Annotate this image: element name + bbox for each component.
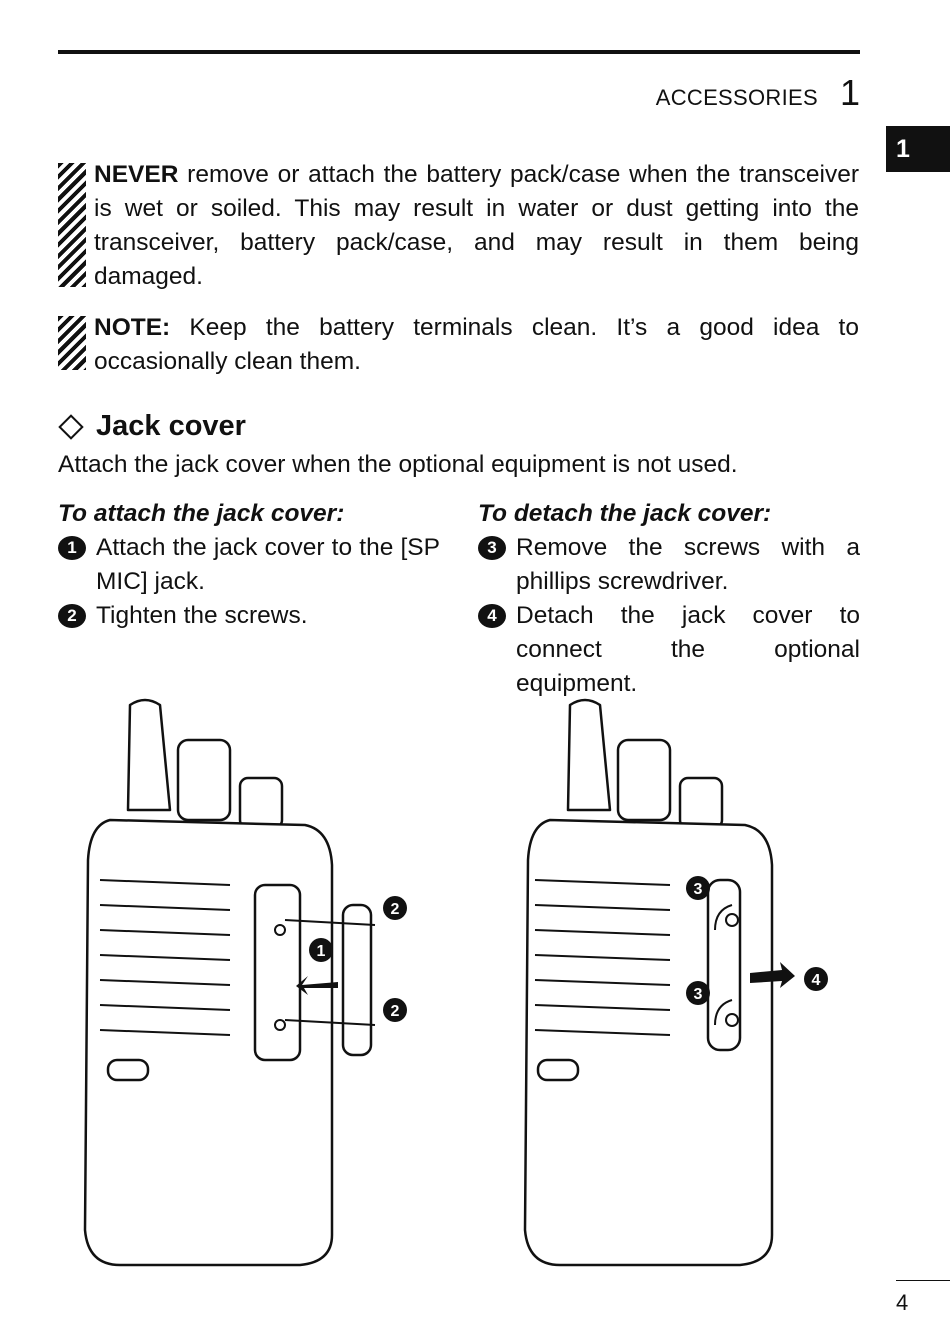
antenna [126, 698, 172, 812]
svg-text:4: 4 [812, 972, 821, 989]
detach-illustration: 3 3 4 [523, 698, 828, 1267]
svg-text:3: 3 [694, 881, 703, 898]
screw-line [284, 919, 376, 1026]
callout-icon: 4 [804, 967, 828, 991]
callout-icon: 2 [383, 998, 407, 1022]
attach-column: To attach the jack cover: 1 Attach the j… [58, 497, 440, 633]
antenna [566, 698, 612, 812]
step-item: 3 Remove the screws with a phillips scre… [478, 531, 860, 599]
page-number: 4 [896, 1290, 909, 1315]
channel-knob [616, 738, 672, 822]
volume-knob [238, 776, 284, 830]
arrow-icon [296, 976, 338, 995]
svg-text:2: 2 [391, 1003, 400, 1020]
attach-illustration: 2 1 2 [83, 698, 407, 1267]
svg-text:3: 3 [694, 986, 703, 1003]
step-item: 1 Attach the jack cover to the [SP MIC] … [58, 531, 440, 599]
step-number-icon: 1 [58, 536, 86, 560]
detach-column: To detach the jack cover: 3 Remove the s… [478, 497, 860, 701]
warning-text: remove or attach the battery pack/case w… [94, 161, 859, 290]
side-panel [253, 883, 302, 1062]
detach-heading: To detach the jack cover: [478, 500, 772, 527]
step-text: Detach the jack cover to connect the opt… [516, 602, 860, 697]
step-number-icon: 4 [478, 604, 506, 628]
jack-cover [341, 903, 373, 1057]
speaker-grille [99, 879, 231, 1036]
warning-paragraph: NEVER remove or attach the battery pack/… [94, 158, 859, 294]
arrow-icon [750, 962, 795, 988]
step-item: 4 Detach the jack cover to connect the o… [478, 599, 860, 701]
step-number-icon: 3 [478, 536, 506, 560]
svg-text:1: 1 [317, 943, 326, 960]
note-text: Keep the battery terminals clean. It’s a… [94, 314, 859, 375]
running-header: ACCESSORIES 1 [656, 72, 860, 114]
warning-hatch-icon [58, 163, 86, 287]
svg-text:2: 2 [391, 901, 400, 918]
note-hatch-icon [58, 316, 86, 370]
section-title: ACCESSORIES [655, 85, 818, 110]
header-rule [58, 50, 860, 54]
rotate-arrow [714, 904, 733, 1026]
step-text: Tighten the screws. [96, 602, 308, 629]
step-text: Attach the jack cover to the [SP MIC] ja… [96, 534, 440, 595]
channel-knob [176, 738, 232, 822]
chapter-tab: 1 [886, 126, 950, 172]
callout-icon: 3 [686, 981, 710, 1005]
callout-icon: 2 [383, 896, 407, 920]
section-heading: Jack cover [58, 410, 246, 443]
attach-heading: To attach the jack cover: [58, 500, 345, 527]
section-heading-text: Jack cover [96, 410, 246, 442]
diamond-icon [58, 413, 84, 440]
step-number-icon: 2 [58, 604, 86, 628]
step-item: 2 Tighten the screws. [58, 599, 440, 633]
speaker-grille [534, 879, 671, 1036]
battery-latch [536, 1058, 580, 1082]
callout-icon: 3 [686, 876, 710, 900]
footer-rule [896, 1280, 950, 1281]
note-paragraph: NOTE: Keep the battery terminals clean. … [94, 311, 859, 379]
volume-knob [678, 776, 724, 830]
warning-lead: NEVER [94, 161, 179, 188]
chapter-number: 1 [839, 72, 860, 113]
battery-latch [106, 1058, 150, 1082]
step-text: Remove the screws with a phillips screwd… [516, 534, 860, 595]
note-lead: NOTE: [94, 314, 171, 341]
callout-icon: 1 [309, 938, 333, 962]
section-intro: Attach the jack cover when the optional … [58, 451, 738, 478]
